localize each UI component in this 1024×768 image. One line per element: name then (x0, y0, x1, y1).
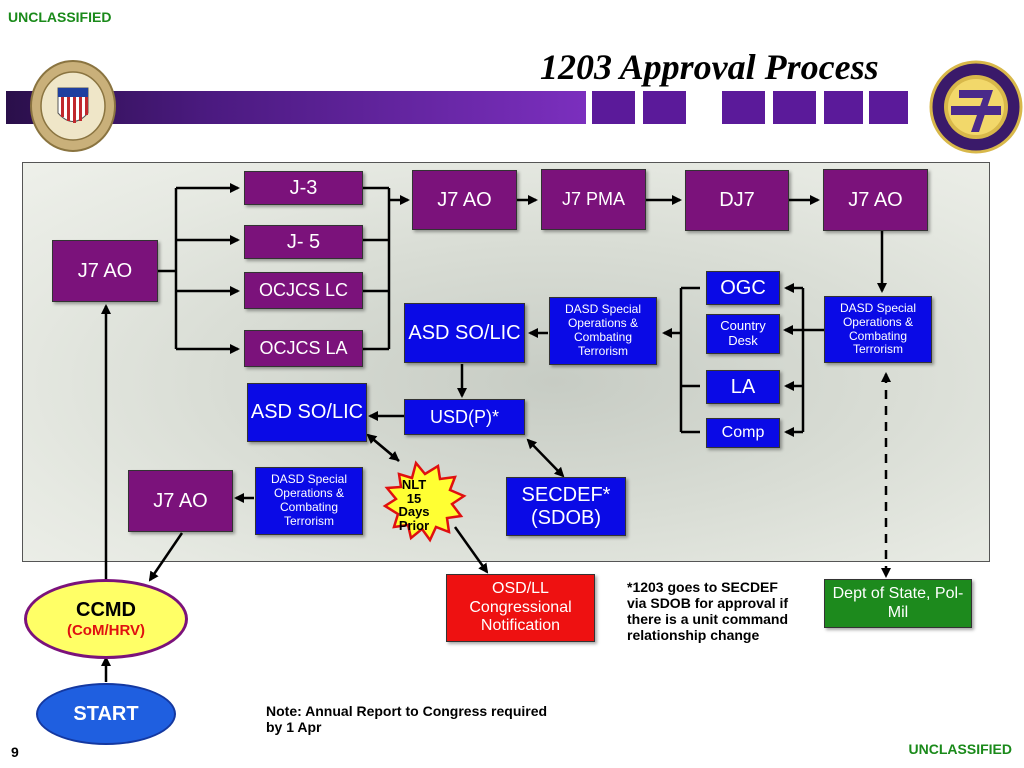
node-j7-ao-start: J7 AO (52, 240, 158, 302)
node-osd-ll-notification: OSD/LL Congressional Notification (446, 574, 595, 642)
joint-chiefs-seal-icon (28, 58, 118, 154)
node-dj7: DJ7 (685, 170, 789, 231)
node-ogc: OGC (706, 271, 780, 305)
node-ocjcs-lc: OCJCS LC (244, 272, 363, 309)
node-j7-ao-bottom: J7 AO (128, 470, 233, 532)
node-j7-ao-right: J7 AO (823, 169, 928, 231)
node-j7-pma: J7 PMA (541, 169, 646, 230)
node-j3: J-3 (244, 171, 363, 205)
node-ccmd: CCMD (CoM/HRV) (24, 579, 188, 659)
node-country-desk: Country Desk (706, 314, 780, 354)
node-dasd-mid: DASD Special Operations & Combating Terr… (549, 297, 657, 365)
page-number: 9 (11, 744, 19, 760)
band-square (592, 91, 635, 124)
classification-banner-top: UNCLASSIFIED (8, 9, 112, 25)
node-dasd-right: DASD Special Operations & Combating Terr… (824, 296, 932, 363)
node-ocjcs-la: OCJCS LA (244, 330, 363, 367)
band-square (824, 91, 863, 124)
annual-report-note: Note: Annual Report to Congress required… (266, 703, 548, 736)
node-dept-of-state: Dept of State, Pol-Mil (824, 579, 972, 628)
page-title: 1203 Approval Process (540, 47, 879, 87)
band-square (869, 91, 908, 124)
node-la: LA (706, 370, 780, 404)
ccmd-label: CCMD (76, 599, 136, 621)
node-secdef: SECDEF* (SDOB) (506, 477, 626, 536)
start-node: START (36, 683, 176, 745)
band-square (773, 91, 816, 124)
node-j7-ao-top: J7 AO (412, 170, 517, 230)
node-comp: Comp (706, 418, 780, 448)
node-j5: J- 5 (244, 225, 363, 259)
nlt-burst-icon (382, 460, 467, 543)
ccmd-sublabel: (CoM/HRV) (66, 622, 146, 639)
node-asd-so-lic-upper: ASD SO/LIC (404, 303, 525, 363)
sdob-label: (SDOB) (531, 506, 601, 529)
nlt-label: NLT 15 Days Prior (398, 477, 430, 533)
secdef-label: SECDEF* (521, 483, 611, 506)
band-square (722, 91, 765, 124)
node-asd-so-lic-lower: ASD SO/LIC (247, 383, 367, 442)
secdef-footnote: *1203 goes to SECDEF via SDOB for approv… (627, 579, 789, 644)
classification-banner-bottom: UNCLASSIFIED (908, 741, 1012, 757)
band-square (643, 91, 686, 124)
joint-staff-j7-seal-icon (929, 60, 1023, 154)
node-dasd-bottom: DASD Special Operations & Combating Terr… (255, 467, 363, 535)
node-usd-p: USD(P)* (404, 399, 525, 435)
